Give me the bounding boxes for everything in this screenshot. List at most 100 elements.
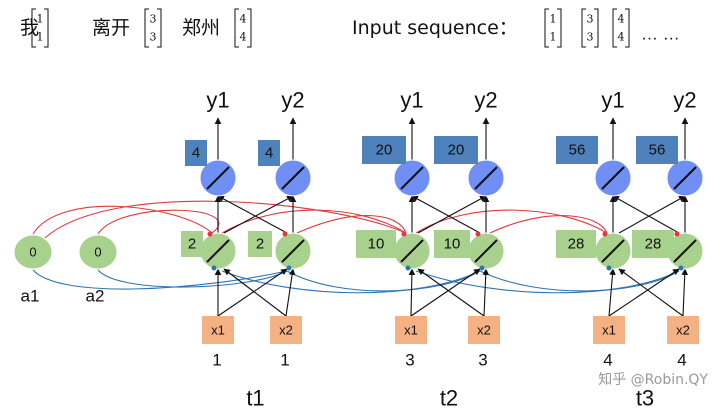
input-value-x1-t3: 4 [603,351,612,370]
arrow-x1-to-h2-t3 [608,268,680,317]
vector-right-bracket [44,8,49,48]
input-sequence-vector-2: 33 [581,8,599,48]
vector-value-top: 3 [587,13,594,26]
arrow-x2-to-h2-t3 [681,268,689,317]
memory-link-t2-to-t3-low [479,270,680,292]
hidden-value-box-2-t2 [434,230,470,258]
output-value-2-t1: 4 [265,145,273,162]
memory-read-dot [475,231,481,237]
vector-value-top: 4 [240,13,247,26]
vector-value-top: 1 [37,13,44,26]
linear-activation-icon [400,166,424,190]
input-label-x2-t1: x2 [279,323,293,338]
input-label-x1-t3: x1 [602,323,616,338]
arrow-x2-to-h1-t1 [223,268,287,317]
vector-right-bracket [247,8,252,48]
memory-read-dot [207,231,213,237]
arrow-x1-to-h1-t2 [408,268,416,317]
time-step-label-t3: t3 [636,386,654,411]
input-value-x1-t1: 1 [212,351,221,370]
memory-write-dot [286,265,292,271]
memory-node-a2 [78,234,118,270]
arrow-h2-to-o1-t2 [411,195,481,234]
hidden-value-1-t1: 2 [188,236,196,253]
hidden-value-box-1-t3 [556,230,596,258]
vector-left-bracket [234,8,239,48]
linear-activation-icon [673,239,697,263]
output-value-box-1-t1 [185,140,207,166]
linear-activation-icon [474,166,498,190]
memory-label-a1: a1 [21,287,40,306]
memory-read-dot [602,231,608,237]
input-sequence-label: Input sequence： [352,17,518,39]
vector-value-bottom: 1 [37,31,44,44]
header-word-3: 郑州 [182,17,220,39]
input-value-x2-t1: 1 [280,351,289,370]
arrow-x2-to-h1-t3 [618,268,684,317]
hidden-value-2-t2: 10 [444,236,461,253]
input-value-x1-t2: 3 [405,351,414,370]
output-label-y2-t1: y2 [281,88,304,113]
linear-activation-icon [601,166,625,190]
output-label-y2-t2: y2 [474,88,497,113]
linear-activation-icon [673,166,697,190]
linear-activation-icon [400,239,424,263]
vector-left-bracket [612,8,617,48]
input-sequence-vector-3: 44 [612,8,630,48]
time-step-label-t2: t2 [440,386,458,411]
hidden-value-2-t1: 2 [256,236,264,253]
hidden-value-box-2-t3 [632,230,674,258]
output-value-1-t2: 20 [376,142,393,159]
hidden-value-box-1-t2 [356,230,396,258]
memory-link-a2-to-h1 [97,209,220,235]
arrow-x1-to-h2-t1 [217,268,288,317]
vector-value-top: 1 [550,13,557,26]
memory-write-dot [606,265,612,271]
output-value-box-2-t2 [434,136,478,164]
vector-right-bracket [157,8,162,48]
header-word-vector-1: 11 [31,8,49,48]
vector-value-bottom: 1 [550,31,557,44]
vector-right-bracket [557,8,562,48]
input-box-x1-t2 [395,316,427,344]
linear-activation-icon [601,239,625,263]
vector-value-bottom: 4 [618,31,625,44]
arrow-h1-to-o2-t2 [417,195,487,234]
vector-right-bracket [625,8,630,48]
hidden-value-1-t2: 10 [368,236,385,253]
input-box-x1-t1 [202,316,234,344]
output-label-y1-t2: y1 [400,88,423,113]
linear-activation-icon [206,239,230,263]
output-value-box-2-t3 [636,136,678,164]
input-box-x2-t1 [270,316,302,344]
arrow-h1-to-o2-t1 [223,195,294,234]
memory-link-h2-to-a1 [32,269,288,290]
memory-node-a1 [13,234,53,270]
vector-value-top: 4 [618,13,625,26]
memory-link-t2a-to-t3-low [415,270,680,294]
arrow-x1-to-h1-t3 [608,268,616,317]
vector-left-bracket [544,8,549,48]
arrow-x2-to-h2-t1 [285,268,296,317]
vector-value-bottom: 4 [240,31,247,44]
arrow-x1-to-h2-t2 [410,268,481,317]
input-value-x2-t2: 3 [478,351,487,370]
hidden-value-box-2-t1 [248,231,272,257]
input-box-x1-t3 [593,316,625,344]
vector-value-bottom: 3 [150,31,157,44]
header-word-1: 我 [20,17,39,39]
memory-write-dot [479,265,485,271]
input-sequence-ellipsis: … … [641,25,680,44]
hidden-value-2-t3: 28 [645,236,662,253]
memory-value-a2: 0 [94,245,101,260]
linear-activation-icon [281,166,305,190]
vector-value-top: 3 [150,13,157,26]
input-label-x2-t3: x2 [676,323,690,338]
output-label-y1-t1: y1 [206,88,229,113]
linear-activation-icon [474,239,498,263]
arrow-h2-to-o1-t1 [217,195,288,234]
memory-write-dot [211,265,217,271]
arrow-x2-to-h2-t2 [482,268,490,317]
input-box-x2-t3 [667,316,699,344]
